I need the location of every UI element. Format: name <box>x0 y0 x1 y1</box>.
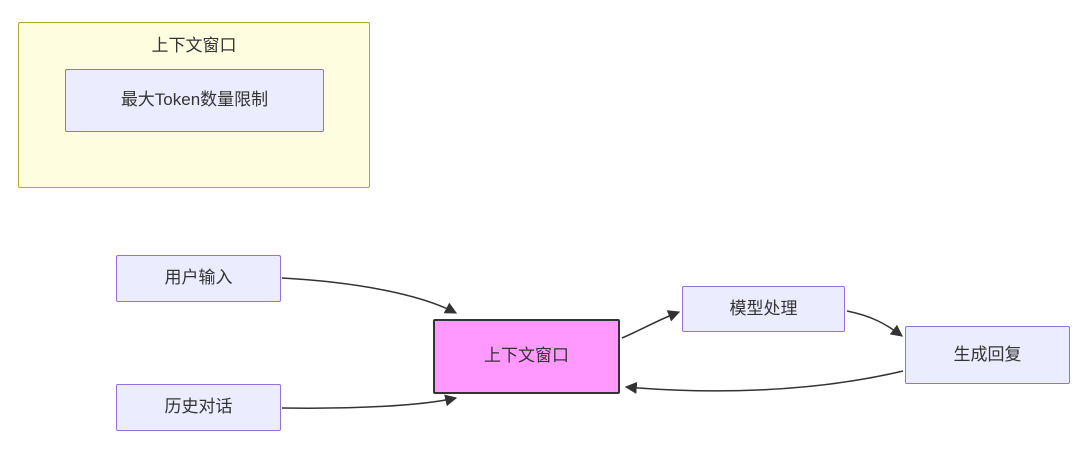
node-user-input: 用户输入 <box>116 255 281 302</box>
edge-model-to-reply <box>846 310 903 337</box>
edge-user-input-to-context <box>281 277 458 314</box>
node-context-window: 上下文窗口 <box>433 319 620 394</box>
node-generate-reply: 生成回复 <box>905 326 1070 384</box>
edge-history-to-context <box>281 394 458 409</box>
node-model-processing: 模型处理 <box>682 286 845 332</box>
edge-reply-to-context <box>624 370 904 394</box>
subgraph-context-window-title: 上下文窗口 <box>151 36 237 55</box>
edge-context-to-model <box>621 310 681 339</box>
node-history-dialogue: 历史对话 <box>116 384 281 431</box>
subgraph-context-window: 上下文窗口 最大Token数量限制 <box>18 22 370 188</box>
node-max-token-limit: 最大Token数量限制 <box>65 69 324 132</box>
